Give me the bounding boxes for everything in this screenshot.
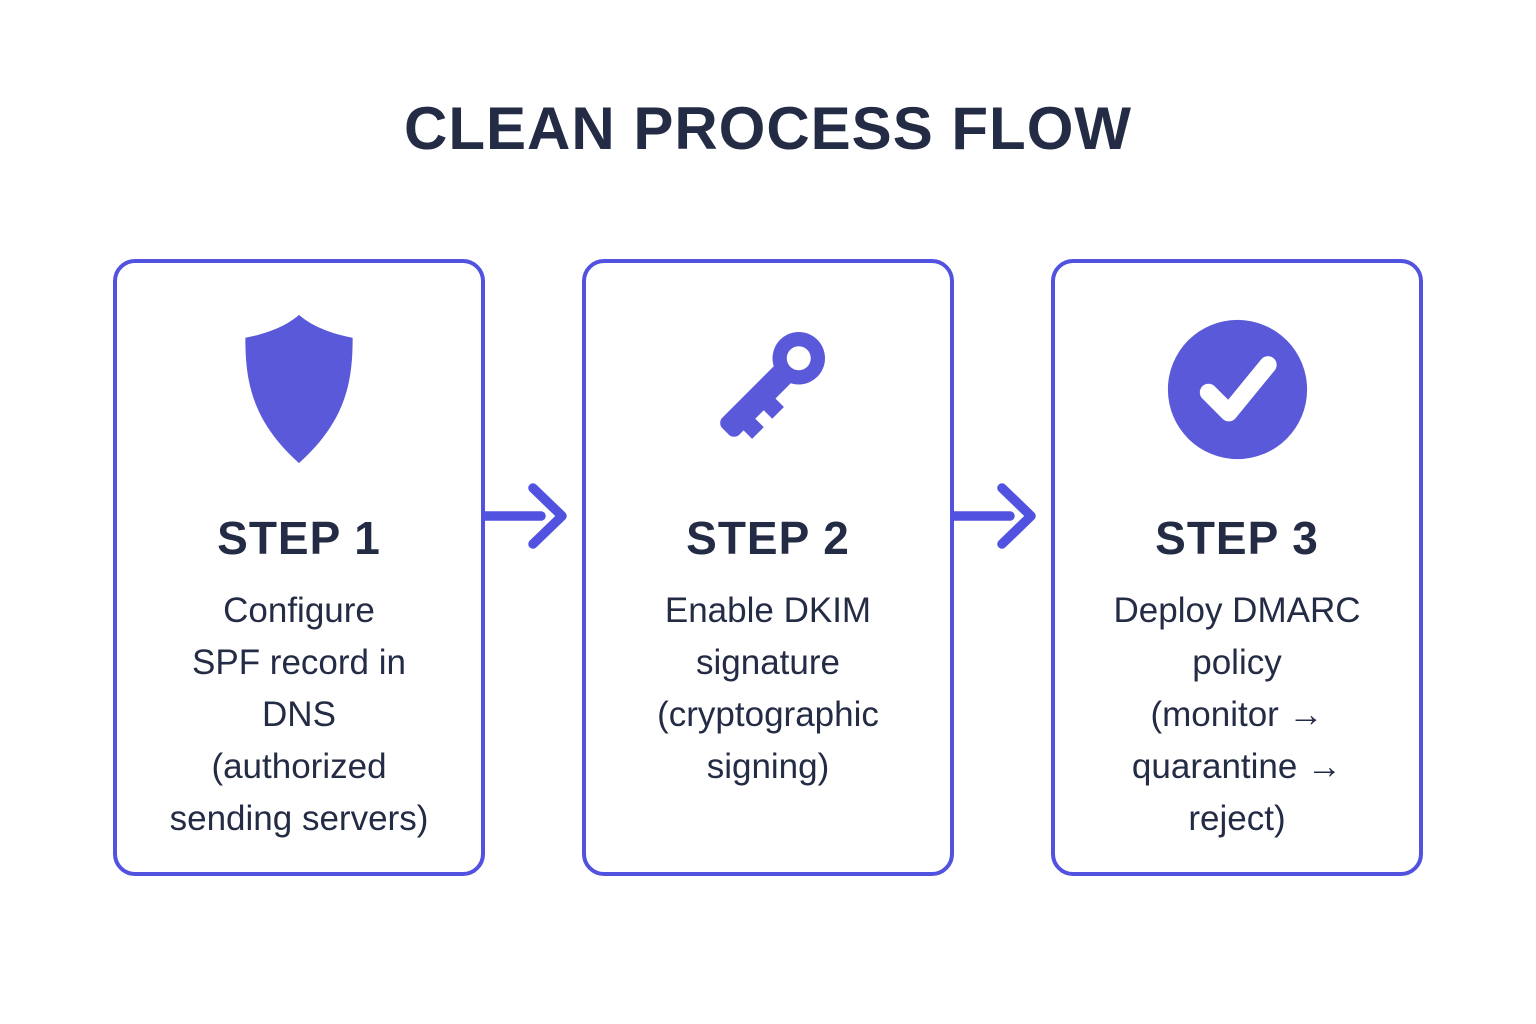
key-icon	[693, 309, 843, 469]
connector-1	[483, 259, 582, 876]
connector-2	[952, 259, 1051, 876]
step-label: STEP 1	[217, 512, 381, 564]
process-flow-page: CLEAN PROCESS FLOW STEP 1 Configure SPF …	[0, 94, 1536, 1024]
steps-row: STEP 1 Configure SPF record in DNS (auth…	[113, 259, 1423, 876]
shield-icon	[228, 309, 370, 469]
step-card-3: STEP 3 Deploy DMARC policy (monitor → qu…	[1051, 259, 1423, 876]
step-description: Enable DKIM signature (cryptographic sig…	[657, 591, 879, 786]
arrow-right-icon	[483, 483, 567, 549]
step-description: Configure SPF record in DNS (authorized …	[169, 591, 429, 838]
check-circle-icon	[1165, 309, 1310, 469]
step-card-2: STEP 2 Enable DKIM signature (cryptograp…	[582, 259, 954, 876]
step-description: Deploy DMARC policy (monitor → quarantin…	[1113, 591, 1361, 838]
step-label: STEP 2	[686, 512, 850, 564]
page-title: CLEAN PROCESS FLOW	[403, 95, 1132, 162]
step-label: STEP 3	[1155, 512, 1319, 564]
step-card-1: STEP 1 Configure SPF record in DNS (auth…	[113, 259, 485, 876]
arrow-right-icon	[952, 483, 1036, 549]
